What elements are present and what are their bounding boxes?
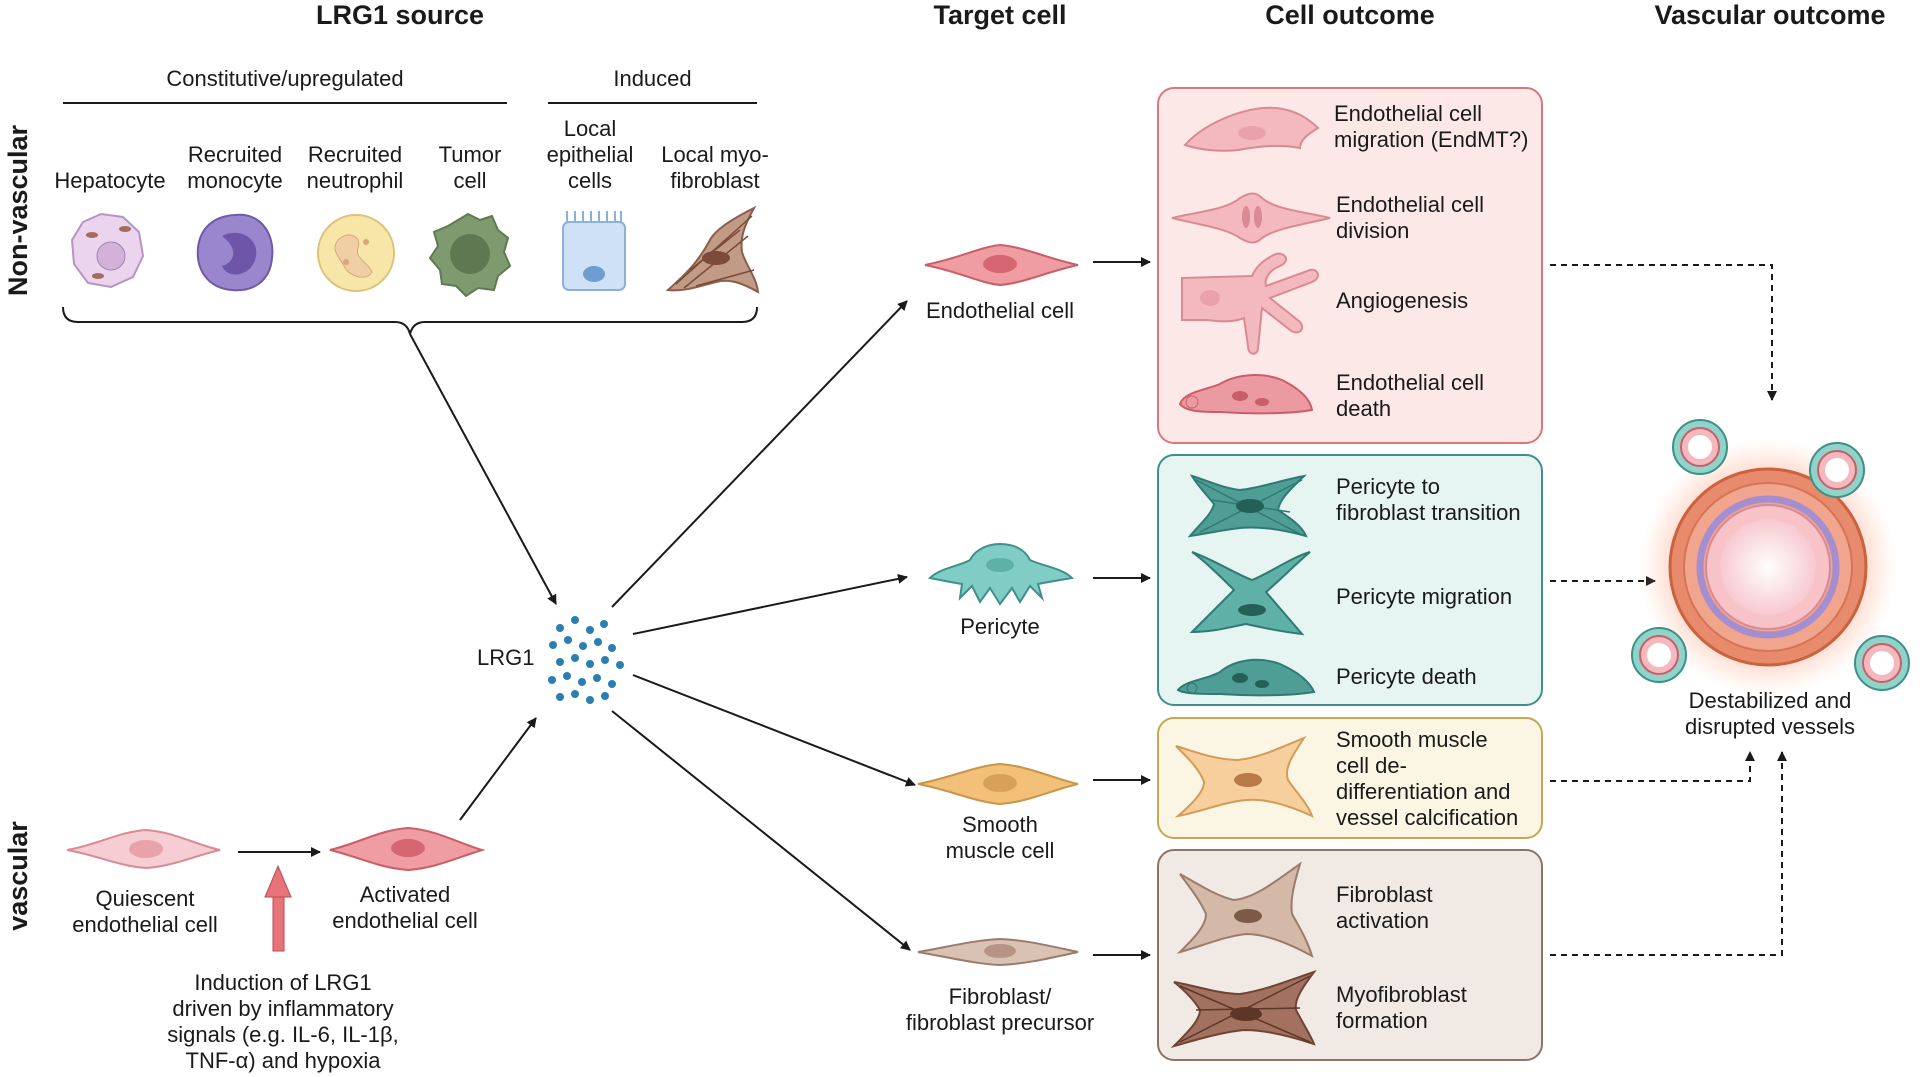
lrg1-to-pericyte-arrow xyxy=(632,573,908,635)
tumor-cell-icon xyxy=(428,212,512,298)
target-label-smooth-muscle: Smooth muscle cell xyxy=(945,812,1055,863)
activated-endothelial-label: Activated endothelial cell xyxy=(332,882,478,933)
fibroblast-to-vessel-dashed xyxy=(1550,751,1787,956)
lrg1-to-fibroblast-arrow xyxy=(611,710,911,951)
neutrophil-icon xyxy=(317,214,395,292)
smooth-muscle-dedifferentiation-icon xyxy=(1174,735,1314,818)
quiescent-endothelial-label: Quiescent endothelial cell xyxy=(72,886,218,937)
endothelial-target-icon xyxy=(924,243,1079,287)
source-label-hepatocyte: Hepatocyte xyxy=(54,168,166,193)
pericyte-death-icon xyxy=(1176,658,1316,697)
source-label-myofibroblast: Local myo- fibroblast xyxy=(661,142,769,193)
outcome-endothelial-division: Endothelial cell division xyxy=(1336,192,1484,243)
induction-up-arrow xyxy=(264,864,292,952)
capillary-icon-top-left xyxy=(1672,419,1728,475)
header-vascular-outcome: Vascular outcome xyxy=(1654,0,1886,30)
capillary-icon-bottom-left xyxy=(1631,627,1687,683)
outcome-pericyte-death: Pericyte death xyxy=(1336,664,1477,689)
activated-endothelial-icon xyxy=(329,826,486,872)
source-bracket xyxy=(62,306,758,335)
endothelial-division-icon xyxy=(1171,192,1331,244)
angiogenesis-icon xyxy=(1181,252,1319,355)
myofibroblast-formation-icon xyxy=(1170,970,1317,1048)
disrupted-vessel-icon xyxy=(1640,439,1896,695)
target-label-endothelial: Endothelial cell xyxy=(926,298,1074,323)
quiescent-endothelial-icon xyxy=(66,828,221,870)
capillary-icon-bottom-right xyxy=(1854,635,1910,691)
activated-to-lrg1-arrow xyxy=(459,717,537,821)
group-label-constitutive: Constitutive/upregulated xyxy=(166,66,404,91)
target-label-fibroblast: Fibroblast/ fibroblast precursor xyxy=(905,984,1095,1035)
fibroblast-target-icon xyxy=(917,937,1079,967)
source-label-tumor: Tumor cell xyxy=(438,142,502,193)
lrg1-molecules xyxy=(548,616,624,704)
epithelial-cell-icon xyxy=(562,211,626,291)
vascular-result-label: Destabilized and disrupted vessels xyxy=(1685,688,1855,739)
outcome-smooth-muscle: Smooth muscle cell de- differentiation a… xyxy=(1336,727,1519,830)
outcome-endothelial-death: Endothelial cell death xyxy=(1336,370,1484,421)
capillary-icon-top-right xyxy=(1809,442,1865,498)
myofibroblast-icon xyxy=(665,205,760,294)
target-label-pericyte: Pericyte xyxy=(960,614,1040,639)
outcome-fibroblast-activation: Fibroblast activation xyxy=(1336,882,1433,933)
outcome-pericyte-migration: Pericyte migration xyxy=(1336,584,1513,609)
fibroblast-activation-icon xyxy=(1176,861,1314,959)
lrg1-label: LRG1 xyxy=(477,645,535,670)
smooth-to-vessel-dashed xyxy=(1550,751,1755,782)
lrg1-to-endothelial-arrow xyxy=(611,300,908,608)
endothelial-death-icon xyxy=(1178,374,1314,415)
header-cell-outcome: Cell outcome xyxy=(1265,0,1435,30)
endothelial-to-vessel-dashed xyxy=(1550,264,1777,401)
bracket-to-lrg1-arrow xyxy=(409,333,557,605)
monocyte-icon xyxy=(196,213,274,292)
header-target-cell: Target cell xyxy=(933,0,1067,30)
endothelial-migration-icon xyxy=(1183,106,1320,152)
induction-label: Induction of LRG1 driven by inflammatory… xyxy=(167,970,399,1073)
smooth-outcome-box xyxy=(1157,717,1543,839)
source-label-monocyte: Recruited monocyte xyxy=(187,142,283,193)
smooth-muscle-target-icon xyxy=(917,762,1079,806)
side-label-vascular: vascular xyxy=(3,821,33,931)
source-label-epithelial: Local epithelial cells xyxy=(546,116,634,193)
outcome-angiogenesis: Angiogenesis xyxy=(1336,288,1469,313)
side-label-non-vascular: Non-vascular xyxy=(3,124,33,296)
lrg1-to-smooth-arrow xyxy=(632,674,916,787)
pericyte-migration-icon xyxy=(1189,551,1311,636)
pericyte-fibroblast-transition-icon xyxy=(1187,474,1308,538)
outcome-endothelial-migration: Endothelial cell migration (EndMT?) xyxy=(1334,101,1529,152)
header-lrg1-source: LRG1 source xyxy=(315,0,485,30)
hepatocyte-icon xyxy=(70,212,145,289)
outcome-pericyte-transition: Pericyte to fibroblast transition xyxy=(1336,474,1521,525)
source-label-neutrophil: Recruited neutrophil xyxy=(306,142,404,193)
group-label-induced: Induced xyxy=(613,66,692,91)
pericyte-target-icon xyxy=(927,542,1075,606)
outcome-myofibroblast-formation: Myofibroblast formation xyxy=(1336,982,1467,1033)
